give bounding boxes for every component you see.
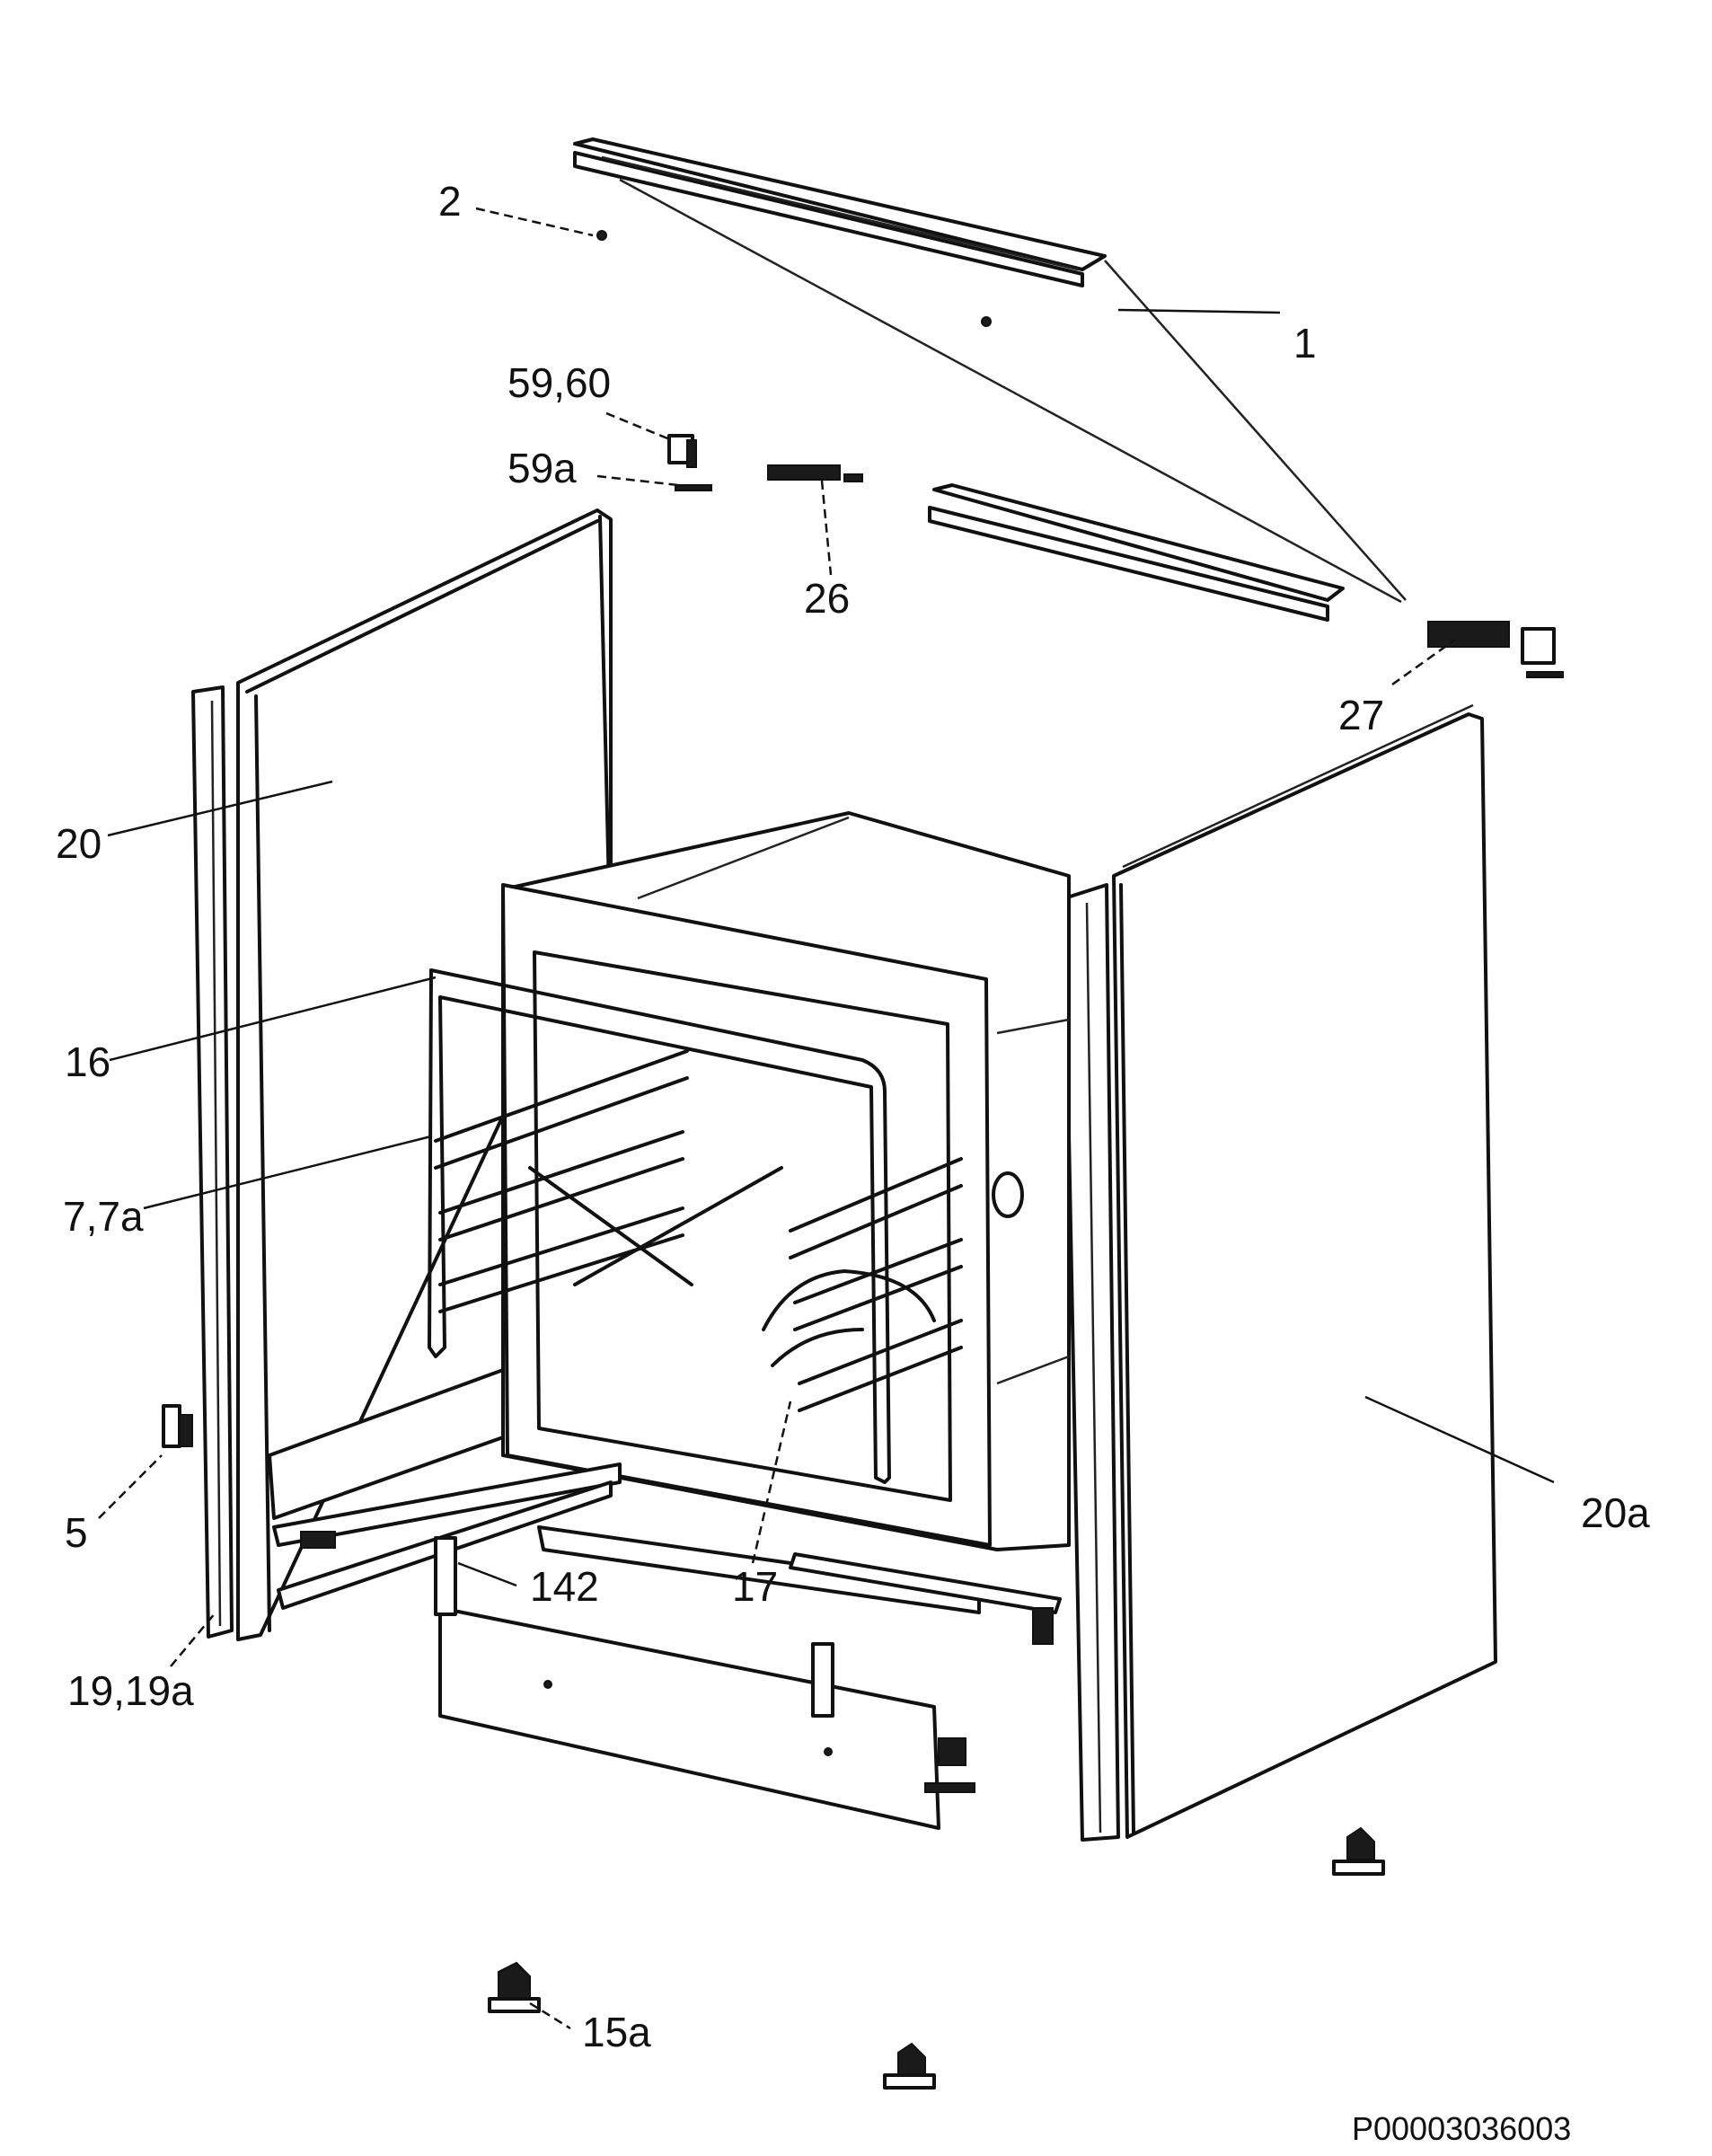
callout-19-19a: 19,19a [67,1667,194,1714]
callout-59-60: 59,60 [507,359,611,406]
inner-rails [434,1049,963,1412]
drawing-code: P00003036003 [1352,2110,1571,2147]
clip-parts [667,434,1564,678]
callout-16: 16 [65,1038,110,1085]
kick-plate [434,1536,975,1830]
callout-7-7a: 7,7a [63,1193,144,1240]
screw-part [162,1404,193,1448]
callout-15a: 15a [582,2009,651,2055]
right-side-panel [1112,703,1497,1839]
left-front-strip [191,685,234,1639]
callout-27: 27 [1338,692,1384,738]
tub-front-frame [501,883,992,1547]
door-seal [428,968,891,1484]
foot-2 [883,2042,936,2090]
callout-20: 20 [56,820,101,867]
callout-59a: 59a [507,445,577,491]
top-cover-part [573,137,1407,622]
callout-2: 2 [438,178,462,225]
callout-1: 1 [1293,320,1317,367]
adjustable-feet [488,1826,1385,2090]
callout-142: 142 [530,1563,599,1610]
right-front-strip [1063,883,1120,1842]
callout-labels: 1 2 59,60 59a 26 27 20 16 7,7a 5 19,19a … [56,178,1650,2147]
leader-lines [98,207,1555,2030]
callout-17: 17 [732,1563,778,1610]
foot-3 [1332,1826,1385,1876]
foot-1 [488,1961,541,2013]
callout-26: 26 [804,575,850,622]
callout-20a: 20a [1581,1489,1650,1536]
callout-5: 5 [65,1509,88,1556]
